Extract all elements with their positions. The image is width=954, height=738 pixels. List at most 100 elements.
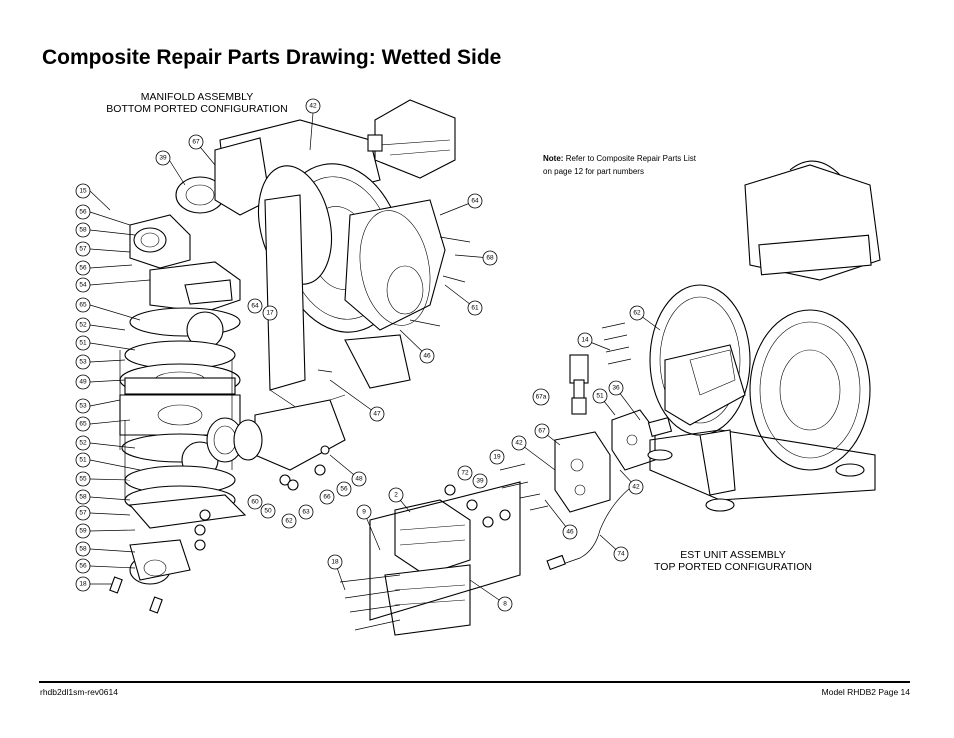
callout: 74 — [613, 546, 629, 562]
note-label: Note: — [543, 154, 564, 163]
callout: 14 — [577, 332, 593, 348]
svg-text:58: 58 — [79, 494, 87, 501]
air-valve-assembly-drawing — [339, 322, 673, 636]
svg-text:57: 57 — [79, 510, 87, 517]
callout: 64 — [247, 298, 263, 314]
manifold-caption-line2: BOTTOM PORTED CONFIGURATION — [106, 103, 288, 115]
callout: 51 — [592, 388, 608, 404]
left-callout: 58 — [75, 222, 91, 238]
callout: 42 — [305, 98, 321, 114]
svg-text:39: 39 — [159, 155, 167, 162]
svg-text:72: 72 — [461, 470, 469, 477]
callout: 64 — [467, 193, 483, 209]
callout: 39 — [472, 473, 488, 489]
svg-text:56: 56 — [79, 209, 87, 216]
svg-text:42: 42 — [632, 484, 640, 491]
left-callout: 65 — [75, 416, 91, 432]
svg-text:17: 17 — [266, 310, 274, 317]
callout: 68 — [482, 250, 498, 266]
est-caption-line2: TOP PORTED CONFIGURATION — [654, 561, 812, 573]
svg-text:59: 59 — [79, 528, 87, 535]
callout: 36 — [608, 380, 624, 396]
callout: 42 — [511, 435, 527, 451]
svg-text:62: 62 — [633, 310, 641, 317]
footer-document-id: rhdb2dl1sm-rev0614 — [40, 687, 118, 697]
callout: 19 — [489, 449, 505, 465]
svg-text:62: 62 — [285, 518, 293, 525]
left-callout: 57 — [75, 505, 91, 521]
callout: 18 — [327, 554, 343, 570]
svg-text:51: 51 — [79, 340, 87, 347]
callout: 61 — [467, 300, 483, 316]
left-callout: 53 — [75, 354, 91, 370]
left-callout: 65 — [75, 297, 91, 313]
svg-text:56: 56 — [79, 265, 87, 272]
svg-text:60: 60 — [251, 499, 259, 506]
svg-text:39: 39 — [476, 478, 484, 485]
page-title: Composite Repair Parts Drawing: Wetted S… — [42, 46, 502, 69]
callout: 67a — [532, 388, 550, 406]
left-callout: 58 — [75, 489, 91, 505]
svg-text:63: 63 — [302, 509, 310, 516]
callout: 2 — [388, 487, 404, 503]
left-callout: 51 — [75, 452, 91, 468]
callout: 47 — [369, 406, 385, 422]
svg-text:50: 50 — [264, 508, 272, 515]
note: Note: Refer to Composite Repair Parts Li… — [543, 152, 696, 178]
callout: 17 — [262, 305, 278, 321]
left-callout: 59 — [75, 523, 91, 539]
svg-text:14: 14 — [581, 337, 589, 344]
svg-text:51: 51 — [596, 393, 604, 400]
callout: 62 — [281, 513, 297, 529]
callout: 8 — [497, 596, 513, 612]
left-callout: 51 — [75, 335, 91, 351]
callout: 46 — [419, 348, 435, 364]
svg-text:52: 52 — [79, 440, 87, 447]
left-callout: 15 — [75, 183, 91, 199]
svg-text:74: 74 — [617, 551, 625, 558]
left-callout: 55 — [75, 471, 91, 487]
left-callout: 56 — [75, 204, 91, 220]
svg-text:46: 46 — [566, 529, 574, 536]
svg-text:68: 68 — [486, 255, 494, 262]
left-callout: 53 — [75, 398, 91, 414]
svg-text:57: 57 — [79, 246, 87, 253]
est-unit-caption: EST UNIT ASSEMBLY TOP PORTED CONFIGURATI… — [648, 549, 818, 573]
left-callout: 56 — [75, 260, 91, 276]
svg-text:48: 48 — [355, 476, 363, 483]
callout: 63 — [298, 504, 314, 520]
callout: 72 — [457, 465, 473, 481]
svg-text:18: 18 — [331, 559, 339, 566]
callout-bubbles: 15 56 58 57 56 54 65 52 51 53 49 53 65 5… — [75, 98, 645, 612]
svg-text:64: 64 — [471, 198, 479, 205]
left-callout: 54 — [75, 277, 91, 293]
svg-text:55: 55 — [79, 476, 87, 483]
svg-text:66: 66 — [323, 494, 331, 501]
svg-text:53: 53 — [79, 359, 87, 366]
callout: 48 — [351, 471, 367, 487]
callout: 56 — [336, 481, 352, 497]
svg-text:53: 53 — [79, 403, 87, 410]
svg-text:56: 56 — [340, 486, 348, 493]
svg-text:19: 19 — [493, 454, 501, 461]
callout: 39 — [155, 150, 171, 166]
svg-text:67: 67 — [192, 139, 200, 146]
pump-body-drawing — [175, 99, 471, 491]
svg-text:58: 58 — [79, 546, 87, 553]
svg-text:42: 42 — [515, 440, 523, 447]
svg-text:42: 42 — [309, 103, 317, 110]
footer-page-label: Model RHDB2 Page 14 — [821, 687, 910, 697]
svg-text:47: 47 — [373, 411, 381, 418]
manifold-assembly-drawing — [109, 214, 247, 614]
svg-text:67a: 67a — [536, 394, 547, 401]
footer-divider — [39, 681, 910, 683]
svg-text:52: 52 — [79, 322, 87, 329]
svg-text:8: 8 — [503, 601, 507, 608]
assembled-pump-drawing — [647, 160, 881, 512]
callout: 62 — [629, 305, 645, 321]
est-caption-line1: EST UNIT ASSEMBLY — [680, 549, 786, 561]
callout: 9 — [356, 504, 372, 520]
callout: 46 — [562, 524, 578, 540]
callout: 67 — [534, 423, 550, 439]
note-line1: Refer to Composite Repair Parts List — [565, 154, 696, 163]
